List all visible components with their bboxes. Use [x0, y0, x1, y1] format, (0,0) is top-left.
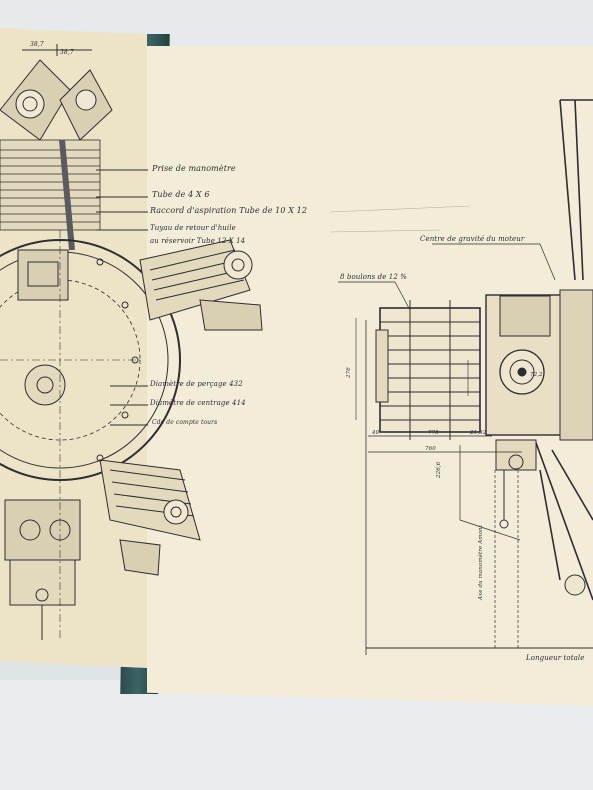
dim-72-2: 72,2 — [530, 372, 543, 378]
center-hub — [24, 364, 66, 406]
faint-pencil-notes — [329, 205, 471, 233]
dim-21-92: 21,92 — [470, 430, 487, 436]
dim-276: 276 — [346, 367, 352, 378]
callout-axe-manometre: Axe du manomètre Amont — [478, 525, 484, 600]
callout-tuyau-huile-1: Tuyau de retour d'huile — [150, 224, 236, 232]
dim-226-6: 226,6 — [436, 461, 442, 478]
mounting-ring — [0, 239, 181, 481]
callout-diametre-centrage: Diamètre de centrage 414 — [150, 399, 246, 407]
dimension-label-left-2: 38,7 — [60, 49, 74, 56]
engine-mount-tubes — [534, 99, 593, 601]
callout-compte-tours: Cde de compte tours — [152, 419, 218, 426]
side-cylinder-right-upper — [139, 239, 263, 331]
dim-40: 40 — [372, 430, 380, 436]
upper-cylinder-right — [59, 69, 113, 141]
callout-diametre-percage: Diamètre de perçage 432 — [150, 380, 243, 388]
dim-775: 775 — [428, 430, 439, 436]
dim-760: 760 — [425, 446, 436, 452]
callout-centre-gravite: Centre de gravité du moteur — [420, 235, 525, 243]
callout-prise-manometre: Prise de manomètre — [152, 164, 236, 173]
dimension-lines — [338, 243, 556, 650]
callout-longueur-totale: Longueur totale — [526, 654, 585, 662]
cylinder-fins — [0, 139, 101, 231]
callout-raccord-aspiration: Raccord d'aspiration Tube de 10 X 12 — [150, 206, 308, 215]
callout-tube-4x6: Tube de 4 X 6 — [152, 190, 210, 199]
callout-tuyau-huile-2: au réservoir Tube 12 X 14 — [150, 237, 246, 245]
carburetor-block — [17, 249, 69, 301]
side-cylinder-block — [375, 300, 481, 440]
callout-boulons: 8 boulons de 12 % — [340, 273, 407, 281]
lower-fitting — [495, 439, 537, 529]
side-accessory-section — [485, 289, 593, 441]
side-cylinder-right-lower — [99, 459, 201, 576]
dimension-label-left-1: 38,7 — [30, 41, 44, 48]
